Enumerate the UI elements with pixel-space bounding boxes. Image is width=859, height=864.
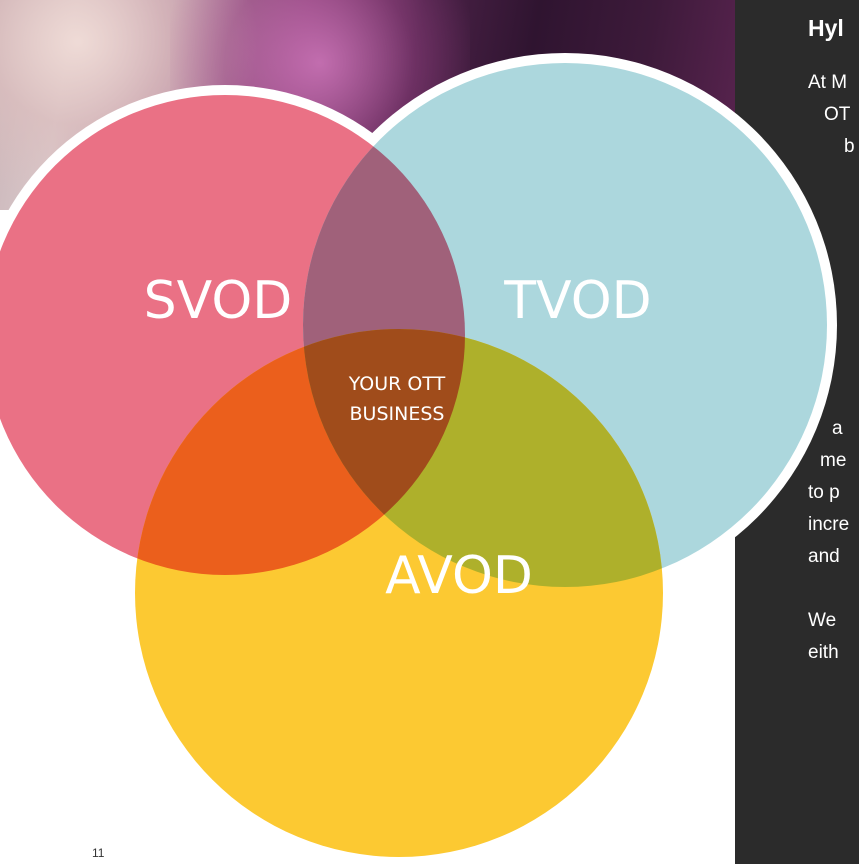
panel-text-line: b — [844, 136, 855, 157]
panel-text-line: We — [808, 610, 837, 631]
panel-text-line: me — [820, 450, 847, 471]
panel-text-line: incre — [808, 514, 850, 535]
svod-label: SVOD — [144, 271, 293, 331]
panel-text-line: a — [832, 418, 843, 439]
center-label-line1: YOUR OTT — [348, 373, 446, 395]
panel-text-line: eith — [808, 642, 839, 663]
tvod-avod-overlap — [303, 329, 663, 587]
svod-avod-overlap — [135, 329, 465, 575]
panel-text-line: to p — [808, 482, 840, 503]
avod-label: AVOD — [385, 546, 533, 606]
panel-heading: Hyl — [808, 15, 844, 41]
panel-text-line: OT — [824, 104, 851, 125]
page-number: 11 — [92, 846, 105, 860]
center-label-line2: BUSINESS — [350, 403, 445, 425]
panel-text-line: At M — [808, 72, 848, 93]
tvod-label: TVOD — [503, 271, 651, 331]
panel-text-line: and — [808, 546, 840, 567]
